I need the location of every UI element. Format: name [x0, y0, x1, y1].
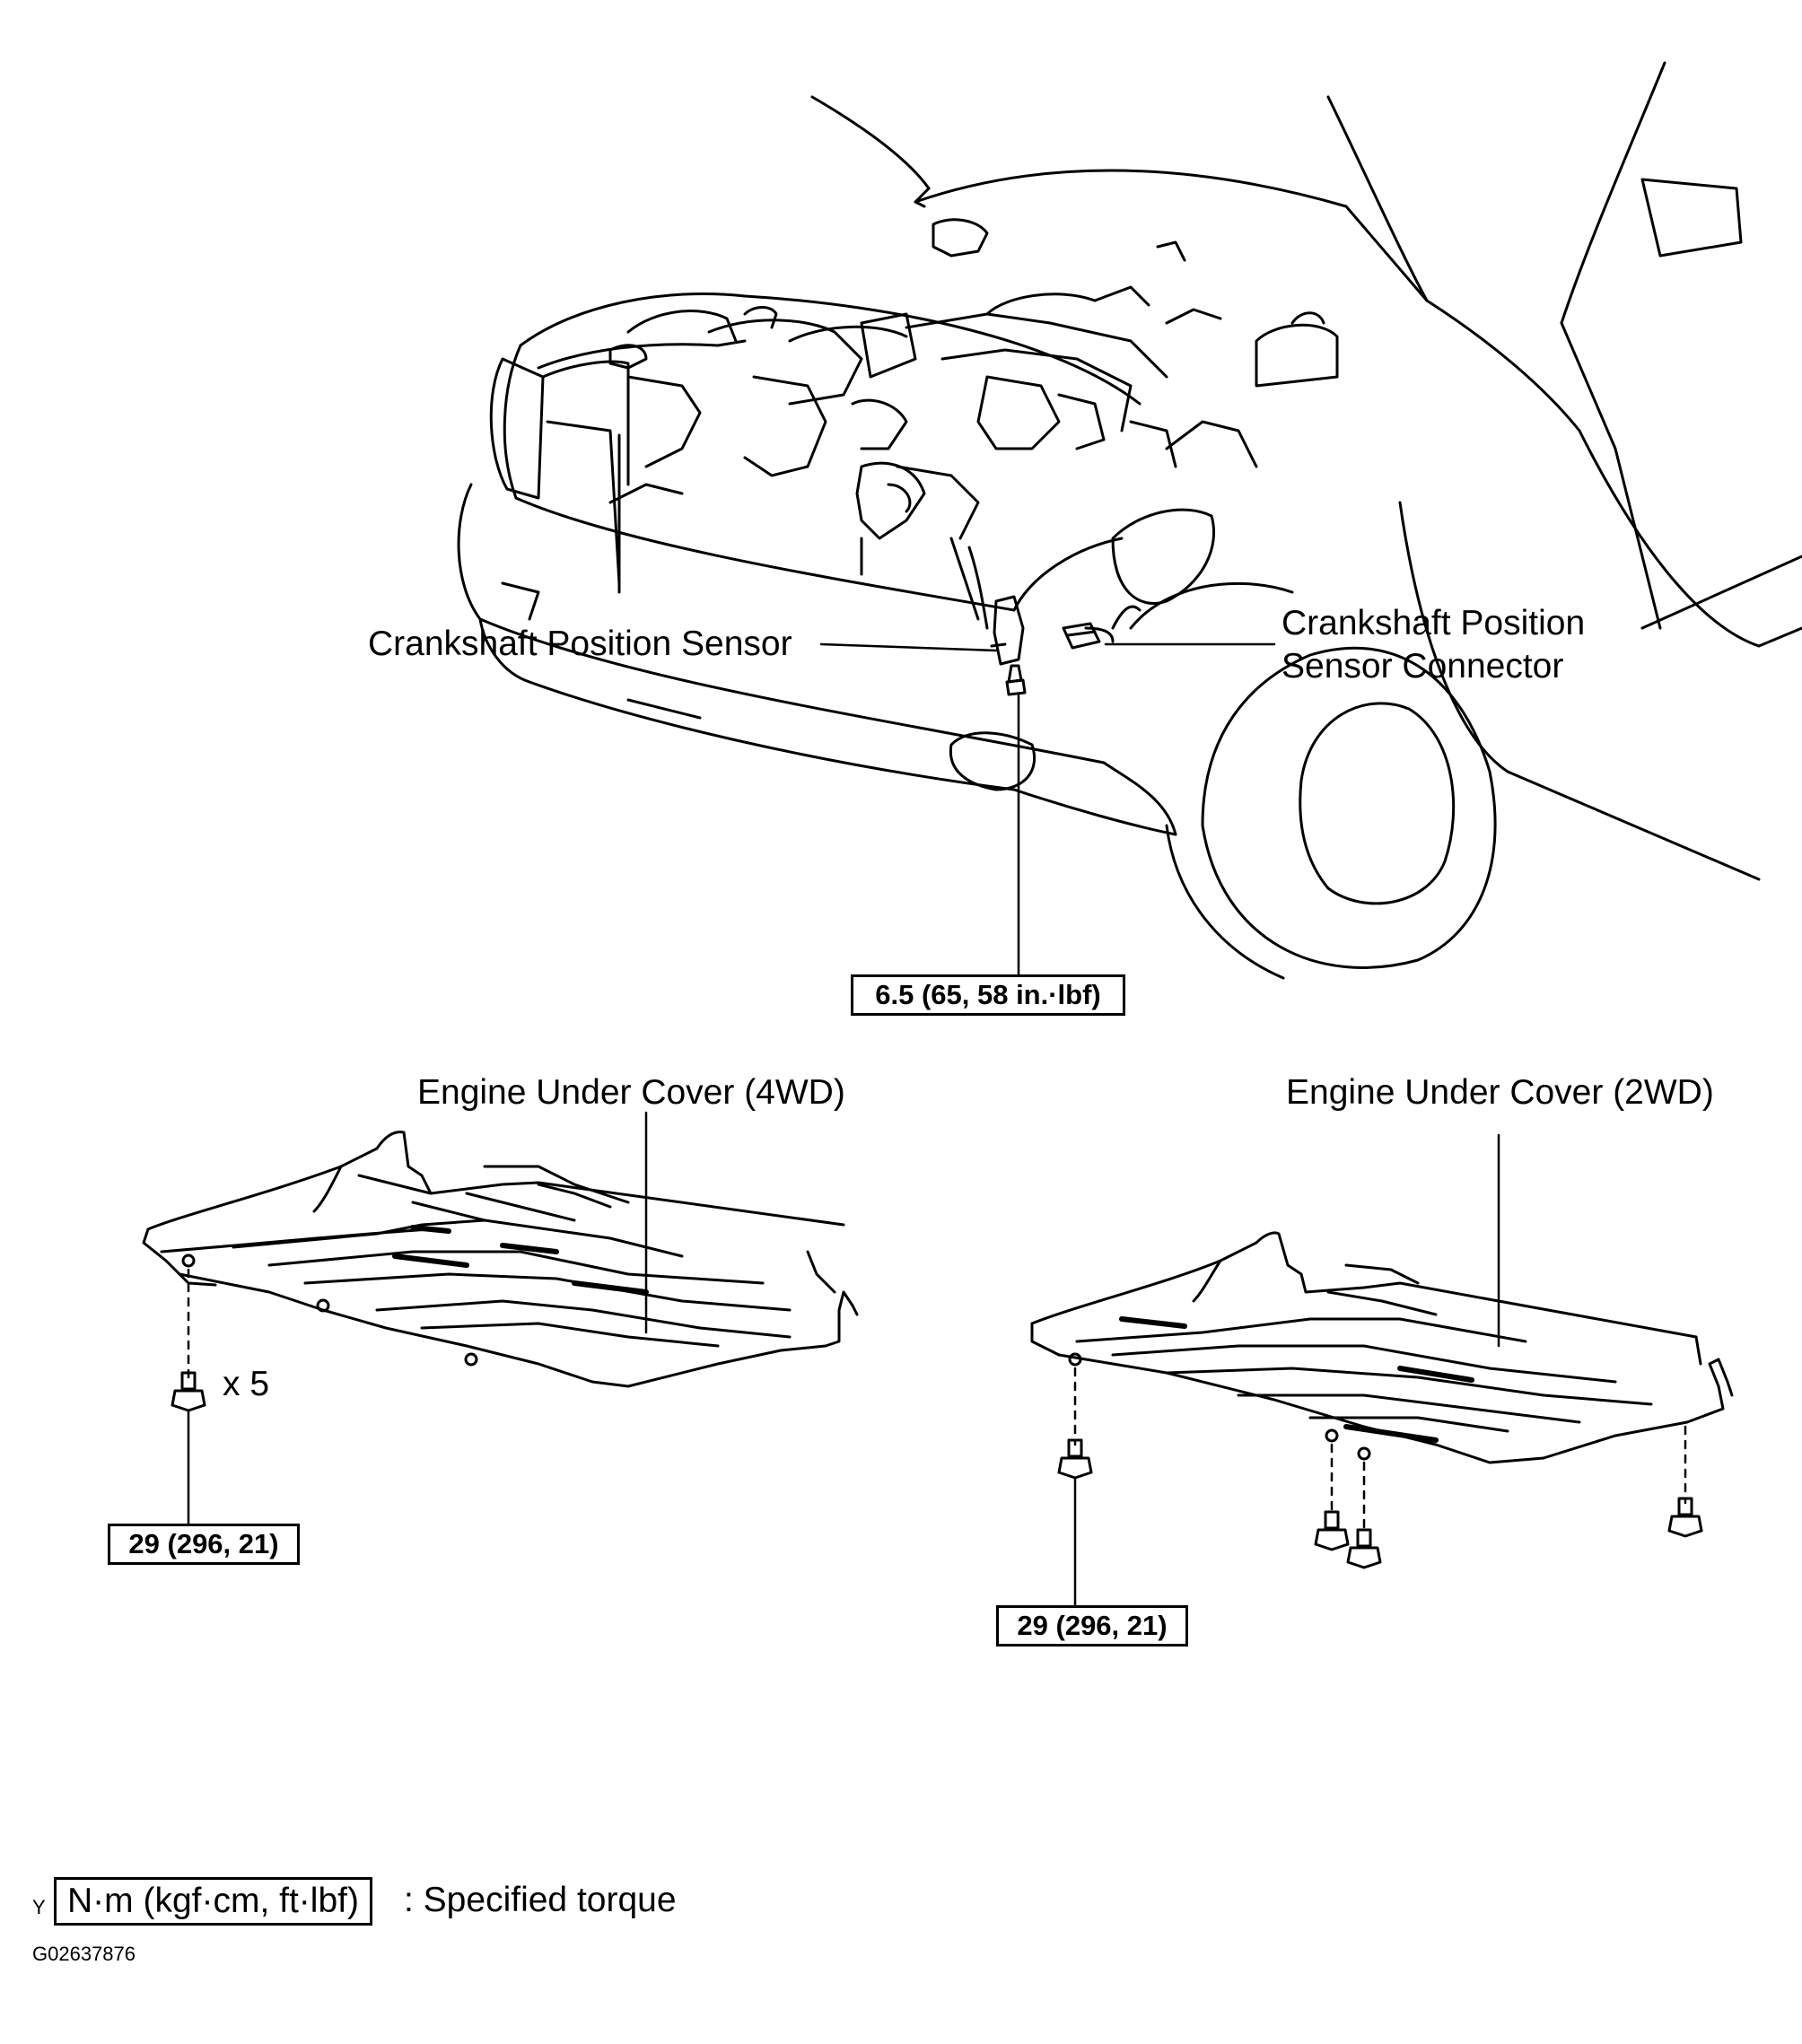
bolt-count-label: x 5	[223, 1365, 270, 1403]
cover-4wd-torque-box: 29 (296, 21)	[108, 1524, 300, 1565]
torque-unit-legend-box: N·m (kgf·cm, ft·lbf)	[54, 1877, 372, 1926]
sensor-bolt-torque-box: 6.5 (65, 58 in.·lbf)	[851, 974, 1125, 1016]
crankshaft-position-sensor-label: Crankshaft Position Sensor	[368, 625, 792, 663]
torque-legend-description: : Specified torque	[404, 1881, 677, 1919]
crankshaft-position-sensor-connector-label-line2: Sensor Connector	[1282, 647, 1564, 686]
engine-under-cover-4wd-label: Engine Under Cover (4WD)	[417, 1073, 845, 1112]
cover-2wd-torque-box: 29 (296, 21)	[996, 1605, 1188, 1647]
crankshaft-position-sensor-connector-label-line1: Crankshaft Position	[1282, 604, 1586, 642]
legend-marker: Y	[32, 1896, 46, 1918]
figure-id: G02637876	[32, 1943, 136, 1965]
vehicle-illustration	[457, 61, 1802, 980]
under-cover-4wd-illustration	[142, 1111, 859, 1527]
engine-under-cover-2wd-label: Engine Under Cover (2WD)	[1286, 1073, 1714, 1112]
under-cover-2wd-illustration	[1030, 1133, 1734, 1608]
